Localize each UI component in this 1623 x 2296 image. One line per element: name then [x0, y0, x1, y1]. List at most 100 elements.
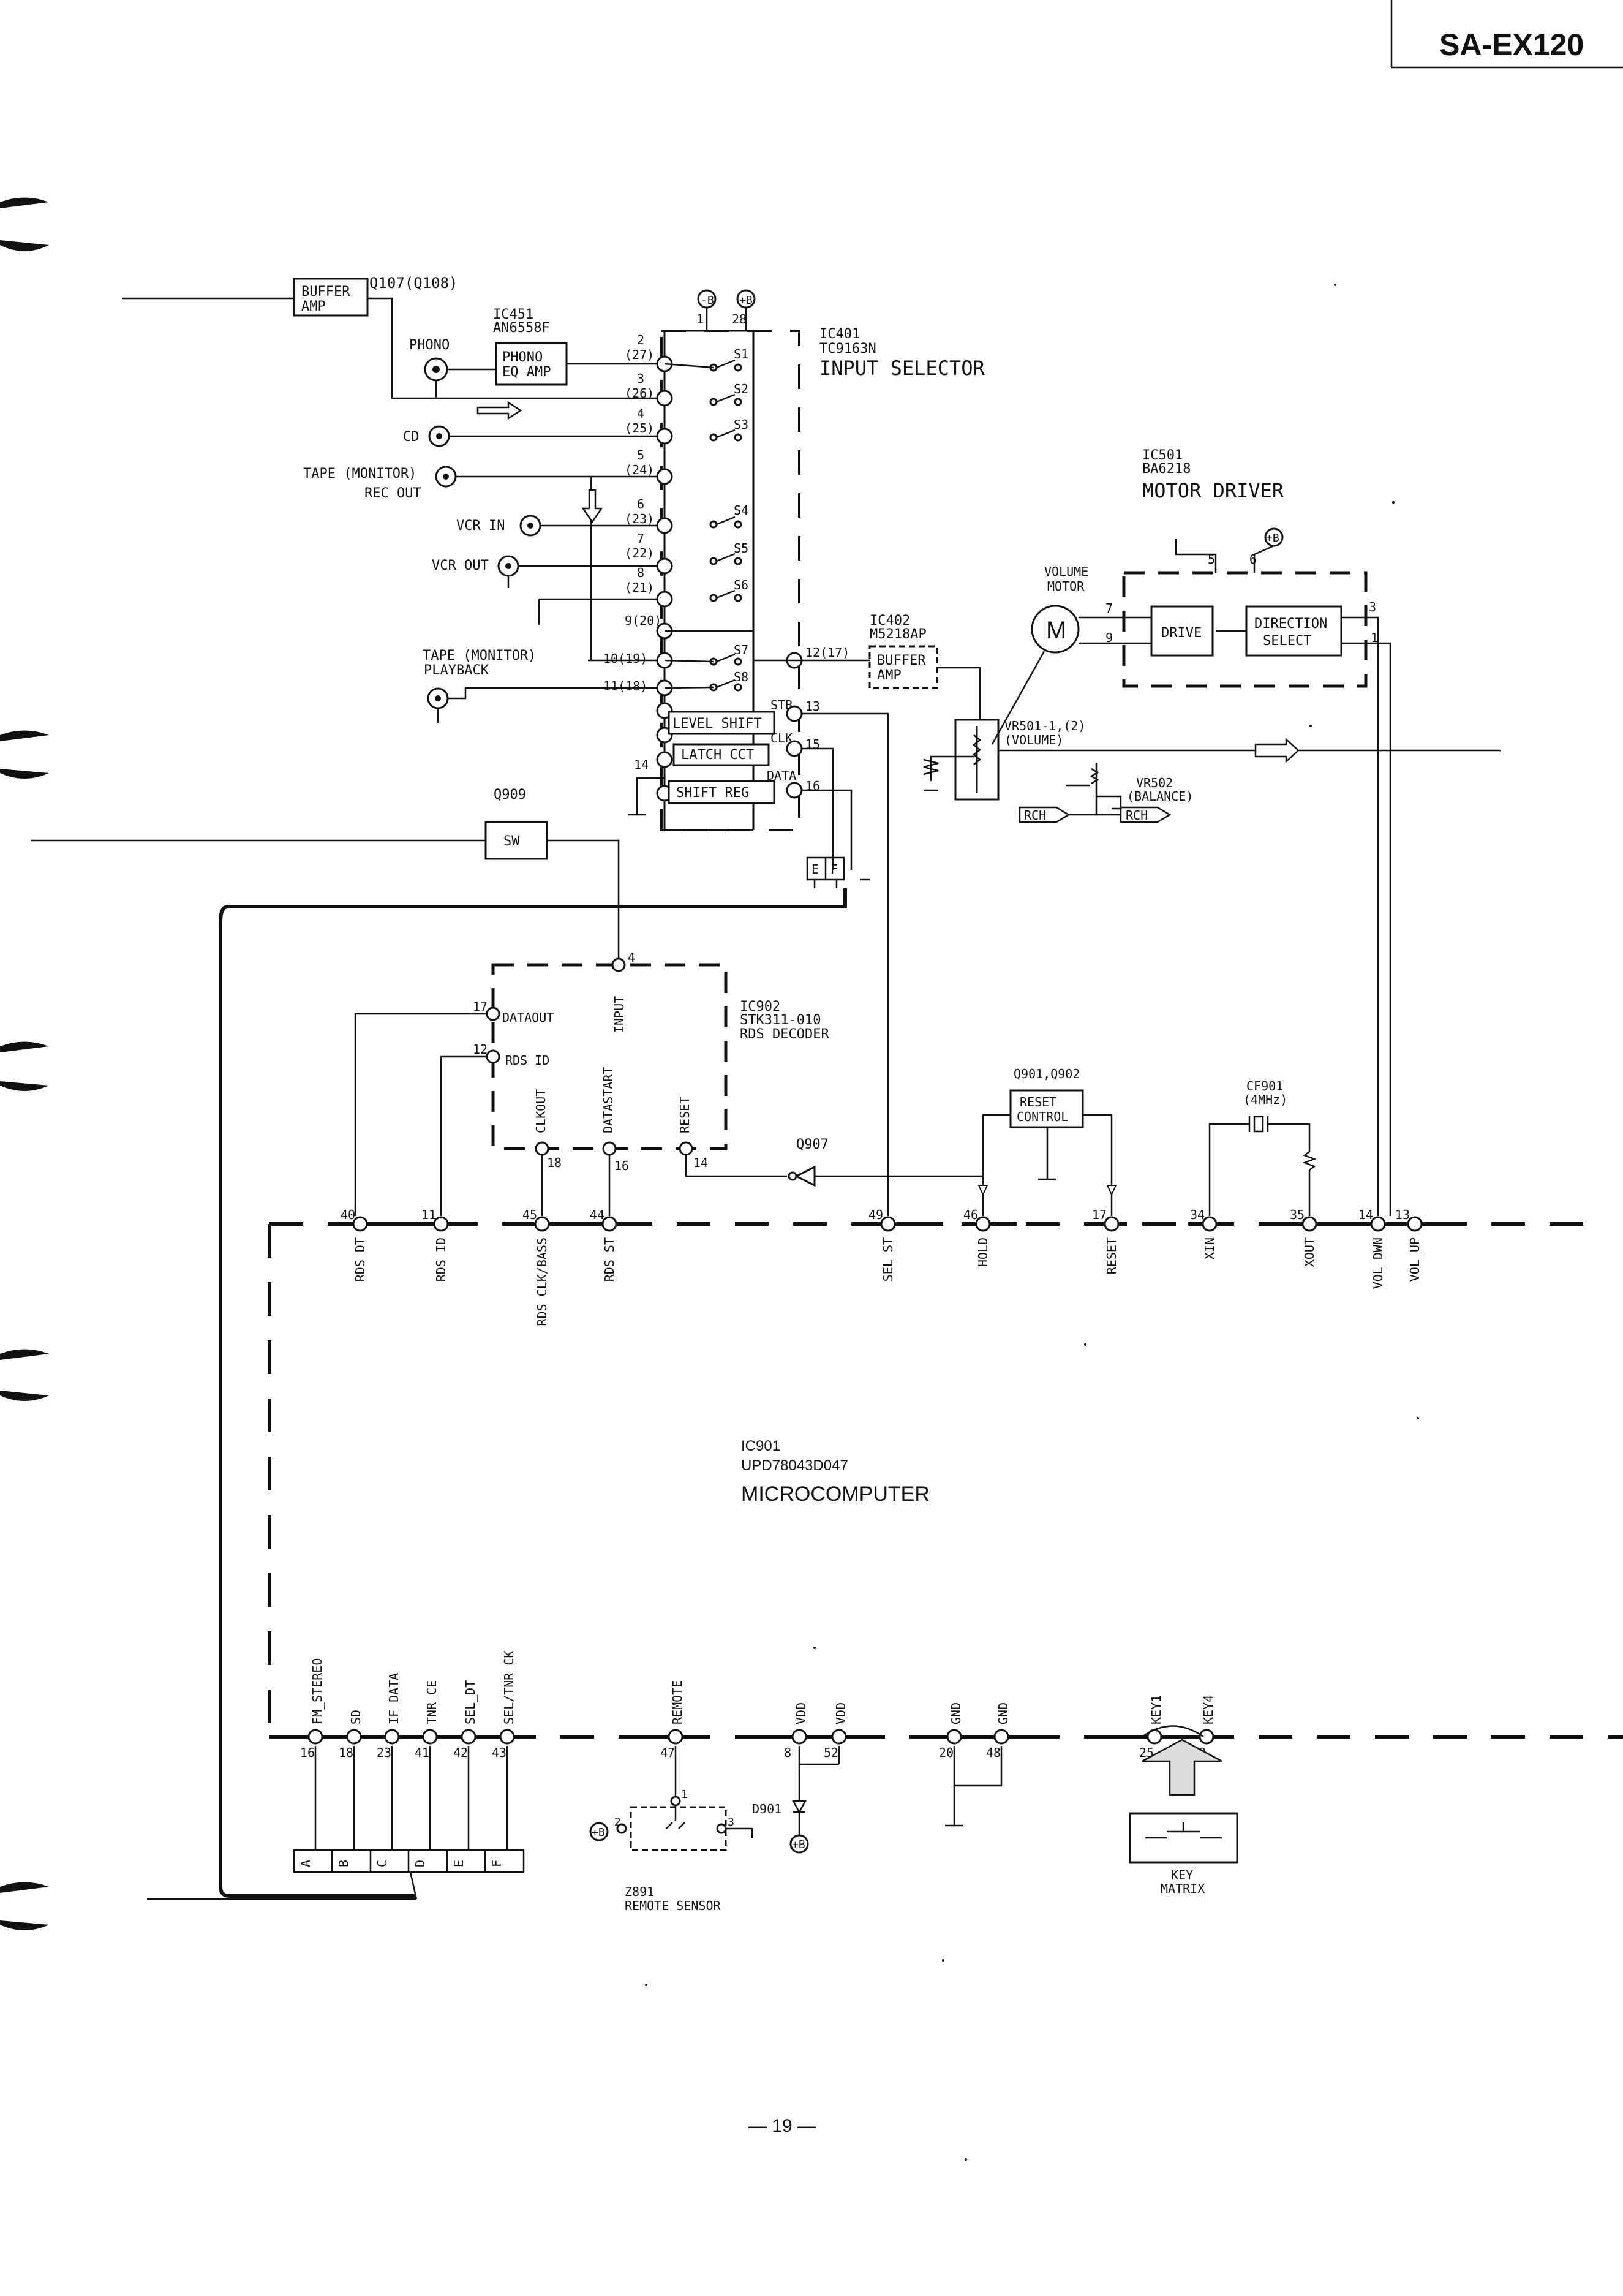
svg-text:17: 17: [473, 999, 488, 1014]
svg-text:F: F: [489, 1860, 504, 1867]
svg-text:KEY: KEY: [1171, 1868, 1193, 1882]
svg-text:UPD78043D047: UPD78043D047: [741, 1457, 848, 1474]
diode-d901: D901 +B: [752, 1746, 840, 1854]
ic902-rds-decoder: IC902 STK311-010 RDS DECODER 4 INPUT 17 …: [354, 950, 829, 1216]
svg-text:(VOLUME): (VOLUME): [1004, 733, 1063, 747]
pin-number: 13: [1395, 1207, 1410, 1222]
svg-text:14: 14: [634, 757, 649, 772]
svg-text:(21): (21): [625, 580, 654, 595]
pin-number: 46: [963, 1207, 978, 1222]
svg-text:A: A: [298, 1860, 313, 1867]
svg-text:S2: S2: [734, 382, 748, 396]
selector-switches: S1 S2 S3 S4 S5 S6 S7 S8: [664, 347, 748, 692]
svg-text:REMOTE SENSOR: REMOTE SENSOR: [625, 1898, 721, 1913]
svg-text:(27): (27): [625, 347, 654, 362]
pin-number: 40: [341, 1207, 355, 1222]
svg-text:RESET: RESET: [677, 1097, 692, 1133]
reset-control: Q901,Q902 RESET CONTROL: [977, 1067, 1117, 1216]
pin-number: 47: [660, 1745, 675, 1760]
pin-name: VOL_DWN: [1371, 1237, 1385, 1289]
svg-text:LATCH CCT: LATCH CCT: [681, 747, 754, 763]
svg-text:4: 4: [637, 406, 644, 421]
svg-text:BUFFER: BUFFER: [877, 653, 926, 668]
ic901-microcomputer: IC901 UPD78043D047 MICROCOMPUTER: [741, 1438, 930, 1506]
crystal-cf901: CF901 (4MHz): [1208, 1079, 1317, 1216]
svg-text:LEVEL SHIFT: LEVEL SHIFT: [672, 716, 762, 731]
svg-text:INPUT SELECTOR: INPUT SELECTOR: [819, 357, 985, 380]
svg-text:Q907: Q907: [796, 1137, 829, 1152]
svg-text:RDS DECODER: RDS DECODER: [740, 1027, 829, 1042]
svg-text:(25): (25): [625, 421, 654, 436]
svg-text:RDS ID: RDS ID: [505, 1053, 549, 1068]
svg-text:-B: -B: [701, 294, 714, 307]
pin-name: GND: [949, 1702, 963, 1724]
svg-text:RESET: RESET: [1020, 1095, 1056, 1109]
pin-name: SEL_ST: [881, 1237, 895, 1282]
svg-text:14: 14: [693, 1155, 708, 1170]
pin-number: 44: [590, 1207, 604, 1222]
binder-marks: [0, 197, 49, 1930]
pin-name: REMOTE: [670, 1680, 685, 1724]
svg-text:Z891: Z891: [625, 1884, 654, 1899]
svg-text:S7: S7: [734, 643, 748, 657]
svg-text:(4MHz): (4MHz): [1243, 1092, 1287, 1107]
speck-marks: [645, 284, 1419, 2161]
pin-number: 35: [1290, 1207, 1305, 1222]
svg-text:S3: S3: [734, 417, 748, 432]
bus-letters: A B C D E F: [293, 1746, 525, 1900]
svg-text:E: E: [812, 862, 819, 877]
svg-text:DIRECTION: DIRECTION: [1254, 616, 1327, 632]
pin-number: 16: [300, 1745, 315, 1760]
svg-text:IC901: IC901: [741, 1438, 780, 1454]
mcu-pin-vdd: 52 VDD: [824, 1702, 848, 1760]
svg-text:8: 8: [637, 565, 644, 580]
pin-name: SEL_DT: [463, 1680, 478, 1724]
q909-switch: Q909 SW: [31, 787, 620, 962]
svg-text:7: 7: [1105, 601, 1113, 616]
pin-name: SD: [348, 1710, 363, 1724]
svg-text:F: F: [830, 862, 838, 877]
mcu-bottom-bus: 16FM_STEREO18SD23IF_DATA41TNR_CE42SEL_DT…: [269, 1651, 1623, 1760]
svg-text:PHONO: PHONO: [502, 350, 543, 365]
pin-name: TNR_CE: [424, 1680, 439, 1724]
svg-text:IC401: IC401: [819, 327, 860, 342]
svg-text:AMP: AMP: [301, 299, 326, 314]
svg-text:9: 9: [1105, 630, 1113, 645]
ic402-buffer-amp: IC402 M5218AP BUFFER AMP: [868, 613, 981, 720]
svg-text:VCR IN: VCR IN: [456, 518, 505, 534]
data-bus: [219, 888, 847, 1898]
svg-text:VOLUME: VOLUME: [1044, 564, 1088, 579]
pin-number: 14: [1358, 1207, 1373, 1222]
pin-number: 17: [1092, 1207, 1107, 1222]
pin-number: 34: [1190, 1207, 1205, 1222]
pin-number: 43: [492, 1745, 506, 1760]
svg-text:IC402: IC402: [870, 613, 910, 629]
svg-text:5: 5: [637, 448, 644, 463]
svg-text:PLAYBACK: PLAYBACK: [424, 663, 489, 678]
svg-text:1: 1: [681, 1788, 688, 1801]
svg-text:CONTROL: CONTROL: [1017, 1109, 1068, 1124]
pin-name: VDD: [834, 1702, 848, 1724]
pin-name: HOLD: [976, 1237, 990, 1267]
pin-name: IF_DATA: [386, 1673, 401, 1724]
svg-text:E: E: [451, 1860, 466, 1867]
svg-text:11(18): 11(18): [603, 679, 647, 693]
pin-number: 52: [824, 1745, 838, 1760]
pin-number: 45: [522, 1207, 537, 1222]
svg-text:4: 4: [628, 950, 635, 965]
svg-text:C: C: [375, 1860, 390, 1867]
svg-text:+B: +B: [1266, 532, 1279, 545]
svg-text:INPUT: INPUT: [612, 996, 627, 1033]
svg-text:M: M: [1046, 617, 1066, 644]
